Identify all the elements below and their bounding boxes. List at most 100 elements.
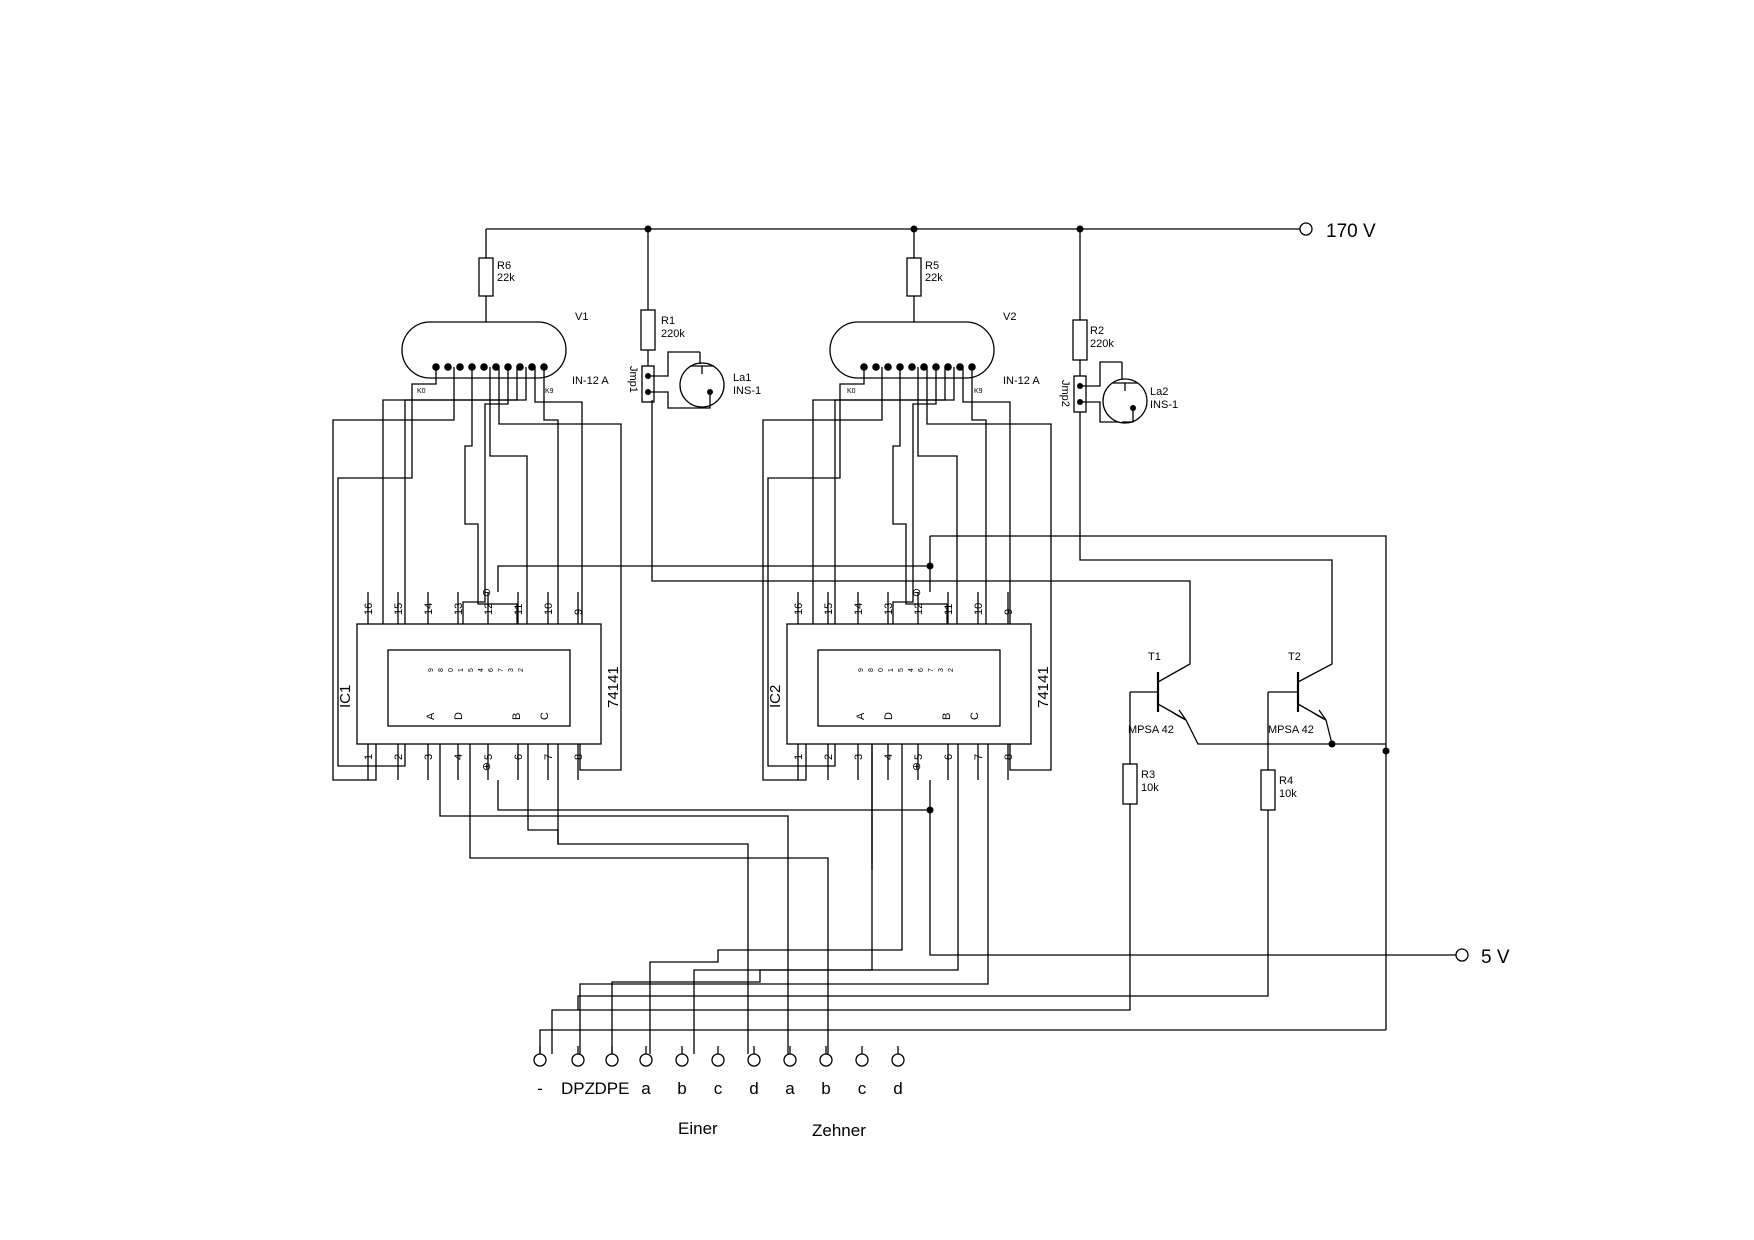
connector-label-3: a <box>641 1079 651 1098</box>
tube-v2-cathode-8 <box>956 363 964 371</box>
svg-text:INS-1: INS-1 <box>1150 399 1178 411</box>
svg-text:R1: R1 <box>661 315 675 327</box>
svg-text:74141: 74141 <box>1035 666 1052 708</box>
svg-text:IC2: IC2 <box>767 685 784 708</box>
ic2-pin-8: 8 <box>1003 754 1015 760</box>
connector-pin-4 <box>675 1053 689 1067</box>
ic2-pin-1: 1 <box>793 754 805 760</box>
ic2-pin-6: 6 <box>943 754 955 760</box>
tube-v2: V2 IN-12 A K0 K9 <box>829 311 1040 395</box>
svg-text:74141: 74141 <box>605 666 622 708</box>
connector-label-0: - <box>537 1079 543 1098</box>
resistor-r3: R3 10k <box>551 763 1159 1054</box>
ic2-vcc-symbol: ⊕ <box>912 761 921 773</box>
svg-text:La2: La2 <box>1150 386 1168 398</box>
ic1-pin-7: 7 <box>543 754 555 760</box>
svg-text:R2: R2 <box>1090 325 1104 337</box>
ic2-gnd-symbol: ⊖ <box>912 587 921 599</box>
ic2-out-3: 3 <box>938 668 945 672</box>
ic1-pin-12: 12 <box>483 603 495 615</box>
ic1-pin-10: 10 <box>543 603 555 615</box>
ic2-pin-3: 3 <box>853 754 865 760</box>
connector-pin-1 <box>571 1053 585 1067</box>
ic1-pin-9: 9 <box>573 609 585 615</box>
svg-text:220k: 220k <box>661 328 685 340</box>
resistor-r1: R1 220k <box>640 309 685 366</box>
wiring-ic1 <box>332 367 622 781</box>
resistor-r4: R4 10k <box>577 769 1297 1010</box>
connector-label-10: d <box>893 1079 902 1098</box>
ic2-out-0: 0 <box>878 668 885 672</box>
svg-text:IC1: IC1 <box>337 685 354 708</box>
ic1-vcc-symbol: ⊕ <box>482 761 491 773</box>
connector-pin-3 <box>639 1053 653 1067</box>
svg-text:220k: 220k <box>1090 338 1114 350</box>
svg-text:R5: R5 <box>925 260 939 272</box>
svg-text:R4: R4 <box>1279 775 1293 787</box>
ic2-pin-4: 4 <box>883 754 895 760</box>
connector-pin-8 <box>819 1053 833 1067</box>
transistor-t1: T1 MPSA 42 <box>651 400 1386 764</box>
ic1-pin-4: 4 <box>453 754 465 760</box>
ic1-pin-5: 5 <box>483 754 495 760</box>
ic1-in-C: C <box>539 712 551 720</box>
ic1-pin-14: 14 <box>423 603 435 615</box>
lamp-la1: La1 INS-1 <box>679 352 761 409</box>
input-wiring <box>439 744 989 1054</box>
tube-v1-type: IN-12 A <box>572 375 609 387</box>
tube-v2-cathode-1 <box>872 363 880 371</box>
tube-v2-cathode-7 <box>944 363 952 371</box>
connector-label-9: c <box>858 1079 867 1098</box>
ic1-out-3: 3 <box>508 668 515 672</box>
ic1-out-2: 2 <box>518 668 525 672</box>
ic1-out-6: 6 <box>488 668 495 672</box>
ic1-gnd-symbol: ⊖ <box>482 587 491 599</box>
tube-v2-type: IN-12 A <box>1003 375 1040 387</box>
ic2-out-2: 2 <box>948 668 955 672</box>
ic1-out-9: 9 <box>428 668 435 672</box>
connector-label-1: DPZ <box>561 1079 595 1098</box>
ic2-out-6: 6 <box>918 668 925 672</box>
connector-pin-0 <box>533 1053 547 1067</box>
ic2-in-D: D <box>883 712 895 720</box>
ic1-out-7: 7 <box>498 668 505 672</box>
lamp-la2: La2 INS-1 <box>1102 362 1178 424</box>
connector-pin-2 <box>605 1053 619 1067</box>
resistor-r5: R5 22k <box>903 257 943 332</box>
connector-label-5: c <box>714 1079 723 1098</box>
ic1-pin-15: 15 <box>393 603 405 615</box>
svg-text:T1: T1 <box>1148 651 1161 663</box>
ic2-pin-9: 9 <box>1003 609 1015 615</box>
jumper-jmp1: Jmp1 <box>627 351 700 409</box>
ic2-pin-12: 12 <box>913 603 925 615</box>
resistor-r2: R2 220k <box>1072 319 1114 376</box>
ic2-pin-5: 5 <box>913 754 925 760</box>
resistor-r6: R6 22k <box>475 257 515 332</box>
svg-text:10k: 10k <box>1141 782 1159 794</box>
tube-v2-cathode-5 <box>920 363 928 371</box>
connector-label-8: b <box>821 1079 830 1098</box>
connector-pin-7 <box>783 1053 797 1067</box>
connector-label-2: DPE <box>595 1079 630 1098</box>
svg-text:T2: T2 <box>1288 651 1301 663</box>
ic1-out-4: 4 <box>478 668 485 672</box>
ic2-in-B: B <box>941 713 953 720</box>
ic1-out-0: 0 <box>448 668 455 672</box>
ic1-pin-11: 11 <box>513 604 525 615</box>
svg-text:MPSA 42: MPSA 42 <box>1128 724 1174 736</box>
connector-pin-9 <box>855 1053 869 1067</box>
ic2-pin-15: 15 <box>823 603 835 615</box>
ic2-pin-10: 10 <box>973 603 985 615</box>
ic2-out-7: 7 <box>928 668 935 672</box>
transistor-t2: T2 MPSA 42 <box>1079 412 1336 770</box>
ic1-pin-2: 2 <box>393 754 405 760</box>
ic2-pin-13: 13 <box>883 603 895 615</box>
svg-text:K0: K0 <box>847 388 856 395</box>
tube-v1-cathode-2 <box>456 363 464 371</box>
ic1-pin-16: 16 <box>363 603 375 615</box>
svg-text:La1: La1 <box>733 372 751 384</box>
minus-line <box>539 1029 1386 1054</box>
svg-text:K0: K0 <box>417 388 426 395</box>
